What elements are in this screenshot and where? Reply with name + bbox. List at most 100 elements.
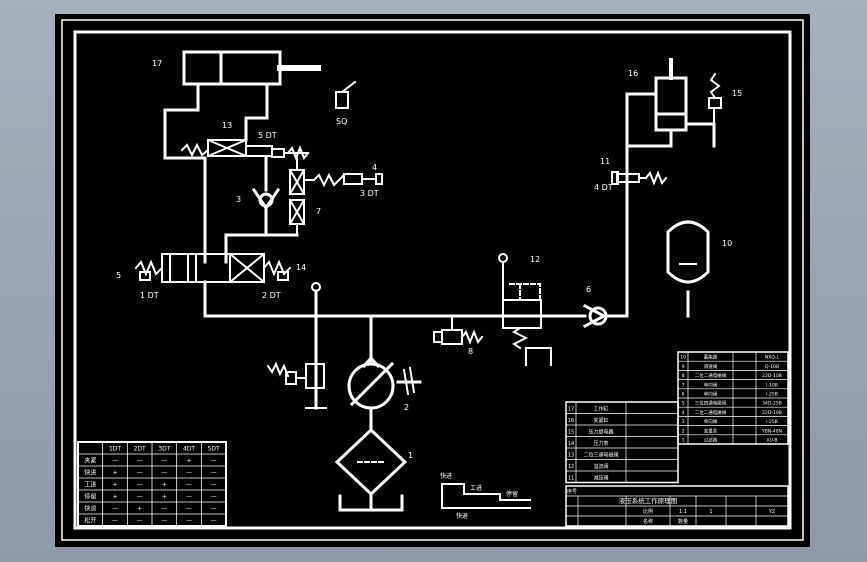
action-table-header-cell: 4DT: [183, 446, 195, 453]
parts-upper-cell: 过滤器: [704, 437, 718, 444]
action-table-cell: —: [211, 518, 217, 525]
action-table-cell: —: [211, 482, 217, 489]
parts-upper-cell: 三位四通电磁阀: [695, 400, 727, 407]
label-5: 5: [116, 271, 121, 280]
action-table-cell: —: [161, 470, 167, 477]
check-valve-6: [582, 303, 629, 329]
action-table-cell: —: [161, 458, 167, 465]
action-table-header-cell: 1DT: [109, 446, 121, 453]
scale-value: 1:1: [679, 509, 687, 515]
drawing-title: 液压系统工作原理图: [619, 496, 678, 505]
parts-upper-cell: 5: [682, 401, 685, 407]
parts-lower-cell: 工作缸: [593, 406, 608, 413]
action-table-cell: —: [112, 518, 118, 525]
outer-border: [61, 19, 804, 541]
parts-upper-cell: 8: [682, 373, 685, 379]
parts-upper-cell: 6: [682, 392, 685, 398]
parts-upper-cell: 调速阀: [704, 363, 718, 370]
action-table-cell: —: [137, 458, 143, 465]
parts-lower-cell: 压力继电器: [588, 429, 613, 436]
action-table-cell: —: [186, 506, 192, 513]
label-2: 2: [404, 403, 409, 412]
action-table-cell: 夹紧: [84, 457, 96, 465]
parts-upper-cell: I-10B: [766, 382, 778, 388]
drawing-code: Y2: [768, 509, 775, 515]
label-14: 14: [296, 263, 306, 272]
parts-upper-cell: 9: [682, 364, 685, 370]
relief-valve-12: [498, 253, 552, 366]
label-16: 16: [628, 69, 638, 78]
check-valve-3: [251, 156, 281, 237]
parts-lower-cell: 二位三通电磁阀: [583, 452, 618, 459]
parts-upper-cell: 单向阀: [704, 418, 718, 425]
action-table-cell: +: [137, 506, 142, 513]
parts-lower-cell: 夹紧缸: [593, 417, 608, 424]
title-seq-header: 序号: [567, 488, 577, 495]
label-4dt: 4 DT: [594, 183, 613, 192]
cycle-label-work: 工进: [470, 484, 482, 492]
action-table-cell: —: [161, 518, 167, 525]
label-10: 10: [722, 239, 732, 248]
action-table-cell: —: [137, 470, 143, 477]
variable-pump-2: [347, 314, 422, 432]
label-1: 1: [408, 451, 413, 460]
label-sq: SQ: [336, 117, 347, 126]
parts-upper-cell: 10: [680, 355, 686, 361]
action-table-cell: +: [162, 482, 167, 489]
label-13: 13: [222, 121, 232, 130]
label-8: 8: [468, 347, 473, 356]
label-6: 6: [586, 285, 591, 294]
action-table-cell: —: [211, 470, 217, 477]
parts-upper-cell: I-25B: [766, 419, 778, 425]
action-table-cell: —: [211, 458, 217, 465]
parts-upper-cell: 单向阀: [704, 391, 718, 398]
accumulator-10: [666, 220, 710, 318]
pressure-switch-15: [708, 72, 722, 125]
parts-lower-cell: 16: [568, 418, 574, 424]
cycle-label-stop: 停留: [506, 490, 518, 498]
qty-column-header: 数量: [678, 518, 688, 525]
throttle-valve-7: [288, 157, 306, 236]
action-table-cell: —: [112, 506, 118, 513]
action-table-header-cell: 2DT: [134, 446, 146, 453]
action-table-cell: —: [211, 494, 217, 501]
sheet-number: 1: [709, 509, 712, 515]
inner-border: [73, 30, 792, 530]
action-table-cell: —: [186, 482, 192, 489]
action-table-cell: 快退: [84, 505, 96, 513]
action-table-cell: +: [162, 494, 167, 501]
valve-4: [303, 172, 383, 188]
work-cylinder: [163, 50, 321, 160]
parts-upper-cell: 34D-25B: [762, 401, 782, 407]
action-table-cell: —: [137, 518, 143, 525]
label-15: 15: [732, 89, 742, 98]
parts-upper-cell: Q-10B: [765, 364, 779, 370]
parts-lower-cell: 12: [568, 464, 574, 470]
parts-lower-cell: 11: [568, 476, 574, 482]
relief-valve: [266, 361, 327, 409]
parts-upper-cell: 2: [682, 428, 685, 434]
name-column-header: 名称: [643, 518, 653, 525]
action-table-header-cell: 3DT: [158, 446, 170, 453]
parts-upper-cell: 7: [682, 382, 685, 388]
parts-lower-cell: 15: [568, 430, 574, 436]
limit-switch-sq: [335, 80, 357, 109]
label-11: 11: [600, 157, 610, 166]
parts-upper-cell: 4: [682, 410, 685, 416]
parts-upper-cell: NXQ-L: [765, 355, 780, 361]
action-table-cell: +: [112, 482, 117, 489]
action-table-cell: —: [186, 470, 192, 477]
parts-upper-cell: YBN-40N: [761, 428, 782, 434]
filter-1: [334, 427, 408, 512]
parts-upper-cell: 单向阀: [704, 381, 718, 388]
parts-lower-frame: [565, 401, 679, 484]
clamp-cylinder-16: [625, 58, 716, 148]
action-table-cell: —: [161, 506, 167, 513]
action-table-cell: —: [186, 494, 192, 501]
parts-lower-cell: 减压阀: [593, 475, 608, 482]
parts-upper-cell: 变量泵: [704, 427, 718, 434]
parts-upper-cell: 1: [682, 438, 685, 444]
parts-lower-cell: 13: [568, 453, 574, 459]
cycle-sketch: [441, 483, 531, 509]
